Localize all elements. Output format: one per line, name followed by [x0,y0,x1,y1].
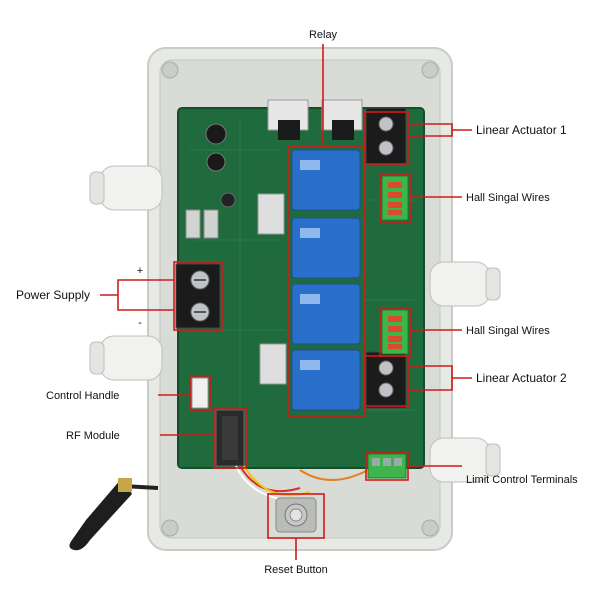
capacitor-icon [205,123,236,208]
label-hall-wires-bottom: Hall Singal Wires [466,325,550,337]
actuator1-terminal-block [365,107,407,165]
relay-stack [291,149,361,411]
actuator2-terminal-block [365,351,407,409]
label-plus: + [137,265,143,277]
limit-terminal-block [367,453,407,479]
label-limit-control-terminals: Limit Control Terminals [466,474,578,486]
label-linear-actuator-1: Linear Actuator 1 [476,123,567,137]
relay-4 [291,349,361,411]
cable-gland-right-bottom [429,437,501,483]
control-handle-highlight-box [189,375,211,411]
heatsink-icon [257,99,363,385]
screw-icon [421,519,439,537]
power-terminal-block [175,263,221,329]
screw-icon [161,61,179,79]
relay-3 [291,283,361,345]
fuse-icon [185,209,219,239]
cable-gland-left-bottom [89,335,163,381]
hall-top-highlight-box [379,173,411,223]
label-control-handle: Control Handle [46,390,119,402]
hall-connector-top [381,175,409,221]
label-hall-wires-top: Hall Singal Wires [466,192,550,204]
cable-gland-left-top [89,165,163,211]
label-reset-button: Reset Button [264,564,328,576]
rf-module-icon [215,409,245,467]
relay-2 [291,217,361,279]
relay-highlight-box [287,145,365,417]
antenna-icon [69,478,159,551]
screw-icon [421,61,439,79]
rf-highlight-box [213,407,247,469]
actuator2-highlight-box [363,355,409,407]
label-power-supply: Power Supply [16,288,90,302]
label-linear-actuator-2: Linear Actuator 2 [476,371,567,385]
label-relay: Relay [309,29,338,41]
relay-1 [291,149,361,211]
label-minus: - [138,317,142,329]
label-rf-module: RF Module [66,430,120,442]
actuator1-highlight-box [363,111,409,165]
hall-connector-bottom [381,309,409,355]
control-handle-connector [191,377,209,409]
screw-icon [161,519,179,537]
cable-gland-right-top [429,261,501,307]
reset-button-icon [275,497,317,533]
power-highlight-box [173,261,223,331]
